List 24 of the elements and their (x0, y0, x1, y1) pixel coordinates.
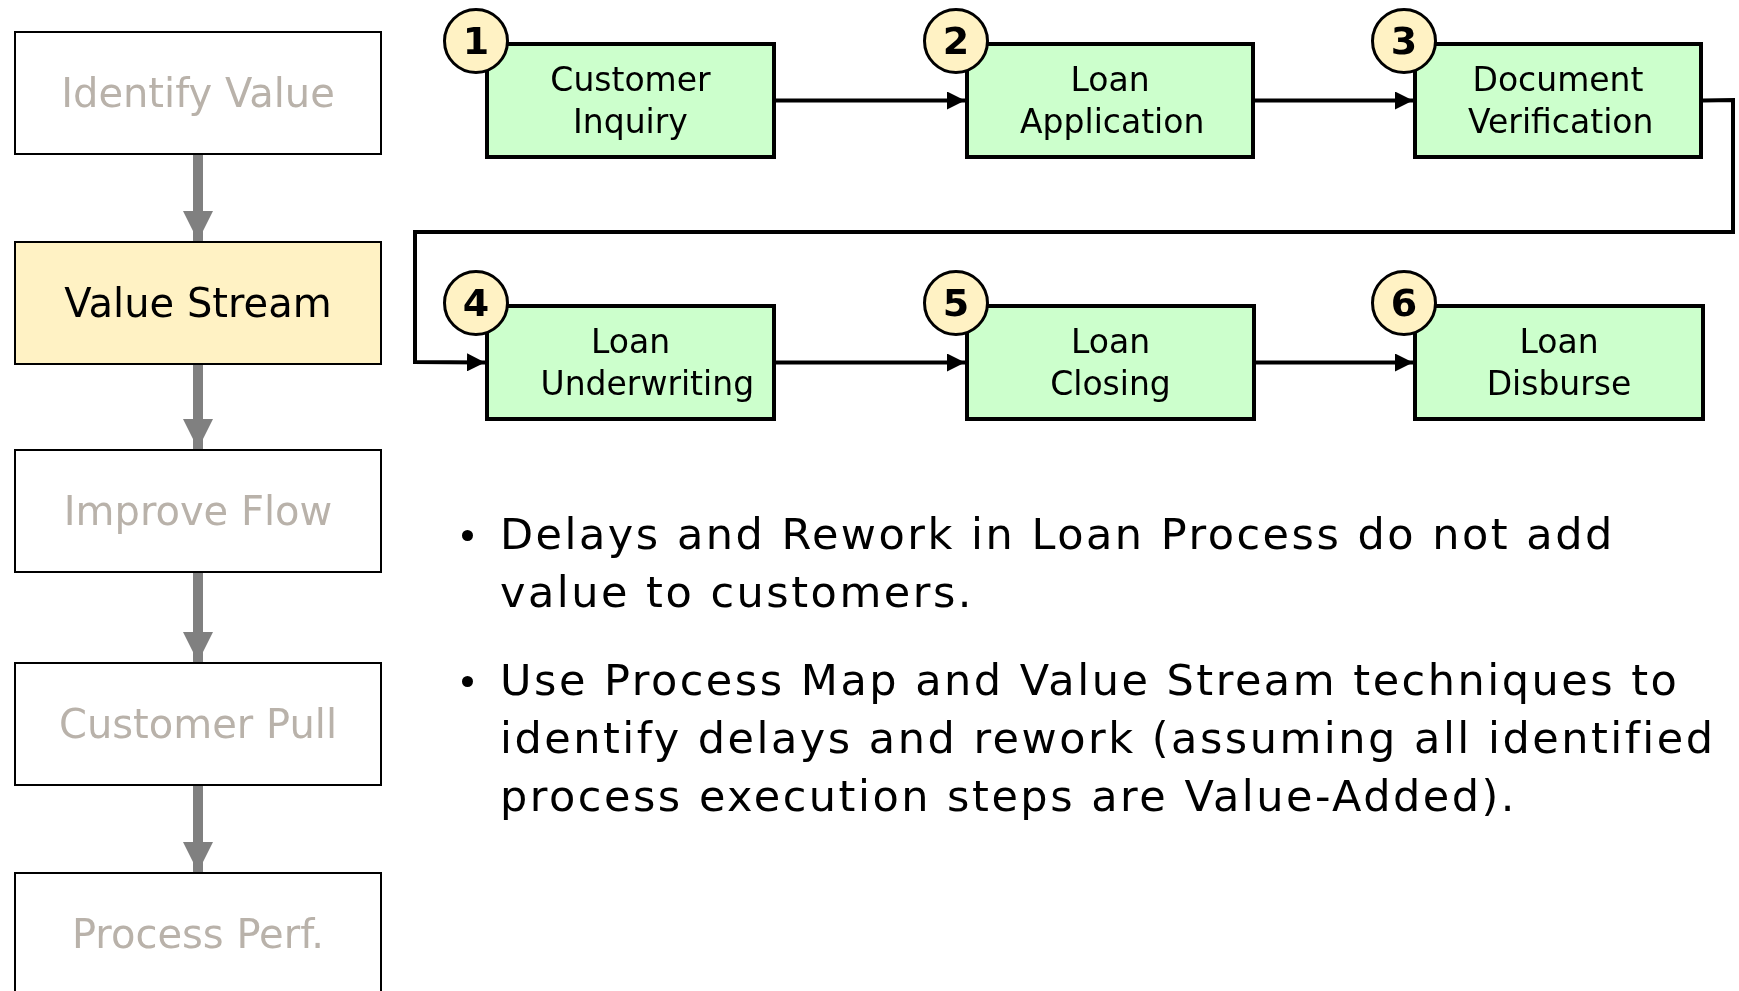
arrow (413, 97, 1735, 372)
stage-box: Identify Value (14, 31, 382, 155)
arrow (183, 573, 213, 662)
stage-box: Process Perf. (14, 872, 382, 991)
step-number-circle: 3 (1371, 8, 1437, 74)
step-number-circle: 4 (443, 270, 509, 336)
arrow (776, 91, 965, 110)
stage-box: Improve Flow (14, 449, 382, 573)
arrow (183, 786, 213, 872)
bullet-text: Use Process Map and Value Stream techniques to identify delays and rework (assuming all identified process execution steps are Value-Added). (500, 655, 1716, 821)
arrow (776, 353, 965, 372)
step-number-circle: 6 (1371, 270, 1437, 336)
arrow (1256, 353, 1413, 372)
arrow (183, 155, 213, 241)
step-number-circle: 1 (443, 8, 509, 74)
arrow (1255, 91, 1413, 110)
process-box: Document Verification (1413, 42, 1703, 159)
step-number-circle: 5 (923, 270, 989, 336)
stage-box: Customer Pull (14, 662, 382, 786)
stage-box: Value Stream (14, 241, 382, 365)
process-box: Loan Application (965, 42, 1255, 159)
bullet-text: Delays and Rework in Loan Process do not add value to customers. (500, 509, 1615, 617)
arrow (183, 365, 213, 449)
step-number-circle: 2 (923, 8, 989, 74)
